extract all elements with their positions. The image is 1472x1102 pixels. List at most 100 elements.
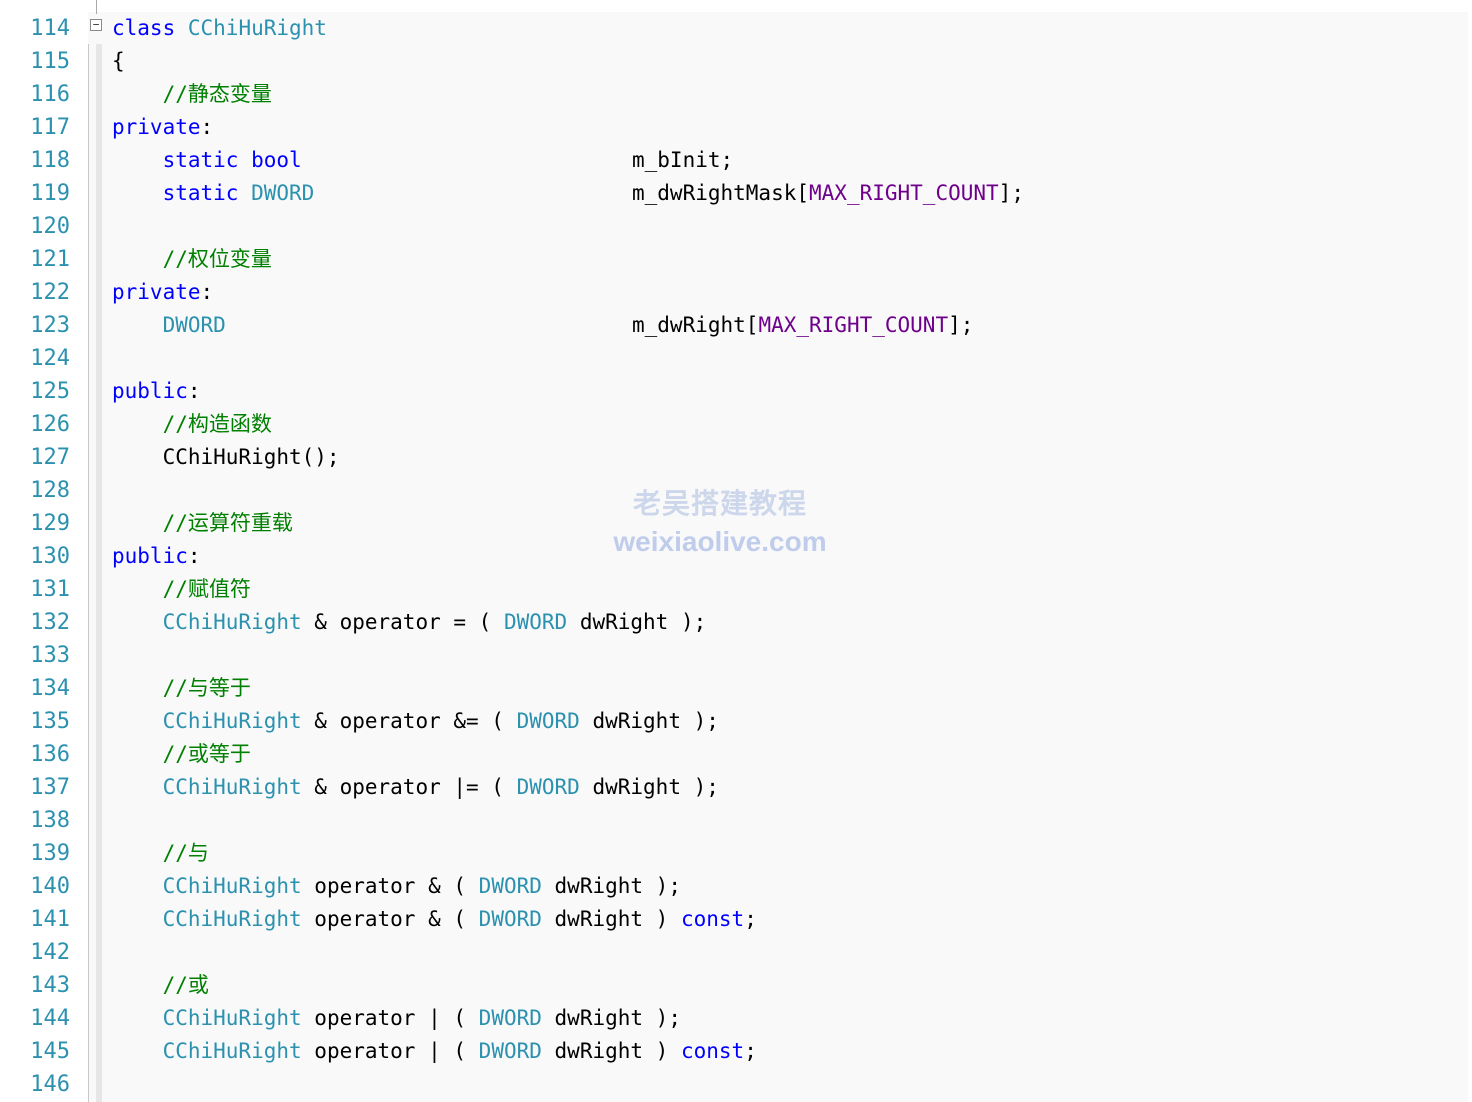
code-line[interactable]: 134 //与等于	[0, 672, 1472, 705]
code-line[interactable]: 143 //或	[0, 969, 1472, 1002]
code-token-plain	[175, 16, 188, 40]
code-text[interactable]: static DWORD	[112, 177, 315, 210]
code-text[interactable]: CChiHuRight & operator = ( DWORD dwRight…	[112, 606, 707, 639]
code-text[interactable]: public:	[112, 540, 201, 573]
member-declaration[interactable]: m_bInit;	[632, 144, 733, 177]
code-line[interactable]: 139 //与	[0, 837, 1472, 870]
code-text[interactable]: CChiHuRight operator & ( DWORD dwRight )…	[112, 903, 757, 936]
code-text[interactable]: CChiHuRight & operator &= ( DWORD dwRigh…	[112, 705, 719, 738]
line-number: 114	[30, 16, 70, 41]
code-text[interactable]: CChiHuRight & operator |= ( DWORD dwRigh…	[112, 771, 719, 804]
code-line[interactable]: 138	[0, 804, 1472, 837]
code-token-kw: const	[680, 1039, 745, 1063]
member-declaration[interactable]: m_dwRight[MAX_RIGHT_COUNT];	[632, 309, 973, 342]
watermark: 老吴搭建教程 weixiaolive.com	[560, 486, 880, 562]
code-text[interactable]: //与等于	[112, 672, 251, 705]
code-token-plain: ];	[998, 181, 1024, 205]
code-line[interactable]: 119 static DWORD m_dwRightMask[MAX_RIGHT_…	[0, 177, 1472, 210]
code-area-background	[88, 12, 1468, 1102]
code-token-type: DWORD	[503, 610, 568, 634]
code-text[interactable]: //或等于	[112, 738, 251, 771]
line-number: 119	[30, 181, 70, 206]
code-line[interactable]: 146	[0, 1068, 1472, 1101]
code-line[interactable]: 142	[0, 936, 1472, 969]
code-text[interactable]: //或	[112, 969, 209, 1002]
code-text[interactable]: CChiHuRight operator & ( DWORD dwRight )…	[112, 870, 681, 903]
code-line[interactable]: 126 //构造函数	[0, 408, 1472, 441]
code-text[interactable]: //静态变量	[112, 78, 272, 111]
line-number-partial: ‾‾‾	[28, 0, 65, 16]
code-text[interactable]: private:	[112, 111, 213, 144]
line-number: 124	[30, 346, 70, 371]
code-line[interactable]: 114 class CChiHuRight	[0, 12, 1472, 45]
line-number: 126	[30, 412, 70, 437]
line-number: 121	[30, 247, 70, 272]
code-line[interactable]: 135 CChiHuRight & operator &= ( DWORD dw…	[0, 705, 1472, 738]
code-token-type: DWORD	[162, 313, 226, 337]
line-number: 137	[30, 775, 70, 800]
code-line[interactable]: 140 CChiHuRight operator & ( DWORD dwRig…	[0, 870, 1472, 903]
code-line[interactable]: 115{	[0, 45, 1472, 78]
code-text[interactable]: public:	[112, 375, 201, 408]
code-text[interactable]: CChiHuRight();	[112, 441, 340, 474]
code-line[interactable]: 141 CChiHuRight operator & ( DWORD dwRig…	[0, 903, 1472, 936]
code-text[interactable]: //构造函数	[112, 408, 272, 441]
line-number: 140	[30, 874, 70, 899]
code-token-plain	[112, 181, 163, 205]
code-text[interactable]: {	[112, 45, 125, 78]
code-line[interactable]: 145 CChiHuRight operator | ( DWORD dwRig…	[0, 1035, 1472, 1068]
code-token-comment: //权位变量	[112, 247, 272, 271]
member-declaration[interactable]: m_dwRightMask[MAX_RIGHT_COUNT];	[632, 177, 1024, 210]
code-line[interactable]: 137 CChiHuRight & operator |= ( DWORD dw…	[0, 771, 1472, 804]
line-number: 145	[30, 1039, 70, 1064]
code-line[interactable]: 128	[0, 474, 1472, 507]
code-token-kw: static	[162, 181, 239, 205]
code-text[interactable]: private:	[112, 276, 213, 309]
code-line[interactable]: 120	[0, 210, 1472, 243]
code-token-comment: //赋值符	[112, 577, 251, 601]
code-line[interactable]: 132 CChiHuRight & operator = ( DWORD dwR…	[0, 606, 1472, 639]
code-token-plain: :	[200, 280, 214, 304]
code-text[interactable]: //赋值符	[112, 573, 251, 606]
code-token-macro: MAX_RIGHT_COUNT	[809, 181, 999, 205]
code-text[interactable]: CChiHuRight operator | ( DWORD dwRight )…	[112, 1035, 757, 1068]
code-token-comment: //或	[112, 973, 209, 997]
code-text[interactable]: //权位变量	[112, 243, 272, 276]
code-text[interactable]: class CChiHuRight	[112, 12, 327, 45]
code-line[interactable]: 129 //运算符重载	[0, 507, 1472, 540]
code-line[interactable]: 131 //赋值符	[0, 573, 1472, 606]
code-line[interactable]: 144 CChiHuRight operator | ( DWORD dwRig…	[0, 1002, 1472, 1035]
code-line[interactable]: 133	[0, 639, 1472, 672]
code-token-plain	[112, 1039, 163, 1063]
code-token-plain: :	[187, 379, 201, 403]
code-text[interactable]: //运算符重载	[112, 507, 293, 540]
code-text[interactable]: static bool	[112, 144, 302, 177]
code-token-type: DWORD	[478, 874, 542, 898]
code-token-plain: ;	[744, 907, 757, 931]
code-token-plain: & operator = (	[301, 610, 504, 634]
code-line[interactable]: 136 //或等于	[0, 738, 1472, 771]
code-token-type: DWORD	[478, 1039, 542, 1063]
line-number: 132	[30, 610, 70, 635]
code-line[interactable]: 121 //权位变量	[0, 243, 1472, 276]
code-text[interactable]: DWORD	[112, 309, 226, 342]
code-line[interactable]: 116 //静态变量	[0, 78, 1472, 111]
line-number: 143	[30, 973, 70, 998]
collapse-minus-icon[interactable]: −	[90, 19, 102, 31]
code-text[interactable]: //与	[112, 837, 209, 870]
code-token-kw: public	[112, 544, 188, 568]
code-line[interactable]: 127 CChiHuRight();	[0, 441, 1472, 474]
code-token-type: CChiHuRight	[162, 775, 302, 799]
code-token-type: DWORD	[478, 1006, 542, 1030]
code-token-kw: private	[112, 115, 201, 139]
code-text[interactable]: CChiHuRight operator | ( DWORD dwRight )…	[112, 1002, 681, 1035]
code-token-type: CChiHuRight	[162, 1039, 302, 1063]
code-line[interactable]: 124	[0, 342, 1472, 375]
